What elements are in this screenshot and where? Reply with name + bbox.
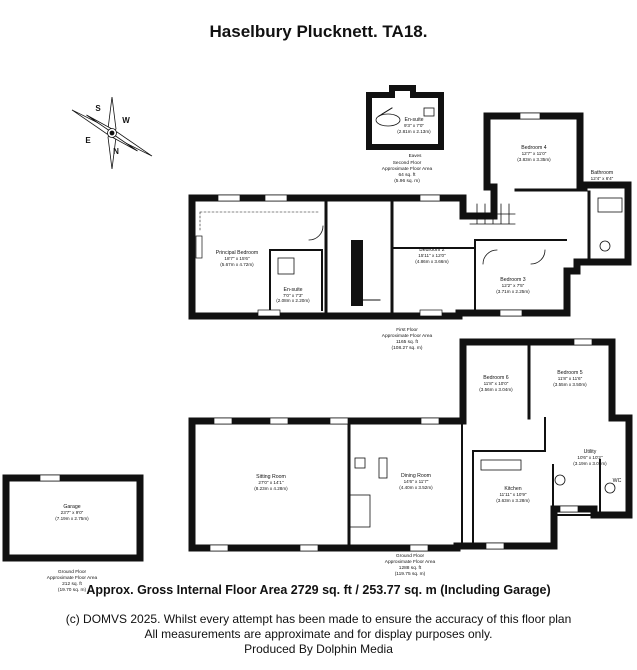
room-bedroom5-name: Bedroom 5: [557, 370, 582, 376]
ground-floor-plan: [188, 338, 633, 552]
second-floor-sqft: 64 sq. ft: [398, 172, 416, 178]
ground-floor-sqft: 1288 sq. ft: [399, 565, 422, 571]
room-sitting-name: Sitting Room: [256, 474, 286, 480]
room-bedroom5-imperial: 11'8" x 11'6": [558, 376, 583, 381]
second-floor-line2: Approximate Floor Area: [382, 166, 433, 172]
garage-floor-name: Ground Floor: [58, 569, 87, 575]
room-principal-metric: (5.67m x 4.72m): [220, 262, 254, 267]
room-garage-name: Garage: [63, 504, 80, 510]
room-kitchen-metric: (3.63m x 3.28m): [496, 498, 530, 503]
room-ensuite-first-metric: (2.08m x 2.20m): [276, 298, 310, 303]
first-floor-sqm: (108.27 sq. m): [392, 345, 423, 351]
room-bathroom-imperial: 12'4" x 6'4": [591, 176, 614, 181]
room-bedroom6-metric: (3.56m x 3.04m): [479, 387, 513, 392]
ground-floor-name: Ground Floor: [396, 553, 425, 559]
room-ensuite-first-name: En-suite: [283, 287, 302, 293]
compass-east: E: [85, 136, 91, 145]
room-bedroom2-imperial: 15'11" x 12'0": [418, 253, 446, 258]
room-bedroom3-name: Bedroom 3: [500, 277, 525, 283]
room-eaves-name: Eaves: [409, 153, 422, 158]
room-principal-imperial: 18'7" x 15'6": [224, 256, 250, 261]
room-bathroom-metric: (3.75m x 1.93m): [585, 182, 619, 187]
room-bedroom2-name: Bedroom 2: [419, 247, 444, 253]
garage-floor-sqft: 212 sq. ft: [62, 581, 82, 587]
disclaimer-line2: All measurements are approximate and for…: [144, 627, 493, 641]
room-bathroom-name: Bathroom: [591, 170, 614, 176]
room-principal-name: Principal Bedroom: [216, 250, 258, 256]
room-bedroom2-metric: (4.86m x 3.66m): [415, 259, 449, 264]
total-floor-area: Approx. Gross Internal Floor Area 2729 s…: [86, 583, 551, 597]
room-dining-metric: (4.40m x 3.52m): [399, 485, 433, 490]
room-wc-name: WC: [613, 478, 622, 484]
compass-north: N: [113, 147, 119, 156]
room-garage-metric: (7.19m x 2.75m): [55, 516, 89, 521]
disclaimer-line1: (c) DOMVS 2025. Whilst every attempt has…: [65, 612, 572, 626]
room-bedroom3-metric: (3.71m x 2.25m): [496, 289, 530, 294]
room-bedroom4-name: Bedroom 4: [521, 145, 546, 151]
room-ensuite-top-imperial: 9'3" x 7'0": [404, 123, 424, 128]
room-kitchen-imperial: 11'11" x 10'9": [499, 492, 526, 497]
room-bedroom5-metric: (3.55m x 3.50m): [553, 382, 587, 387]
room-ensuite-first-imperial: 7'0" x 7'3": [283, 293, 303, 298]
page-title: Haselbury Plucknett. TA18.: [209, 22, 428, 41]
room-utility-metric: (3.19m x 3.09m): [573, 461, 607, 466]
room-bedroom6-name: Bedroom 6: [483, 375, 508, 381]
second-floor-plan: [366, 85, 444, 150]
garage-floor-sqm: (19.70 sq. m): [58, 587, 87, 593]
room-bedroom4-metric: (3.83m x 3.35m): [517, 157, 551, 162]
room-sitting-imperial: 27'0" x 14'1": [258, 480, 284, 485]
garage-floor-line2: Approximate Floor Area: [47, 575, 98, 581]
first-floor-name: First Floor: [396, 327, 418, 333]
first-floor-line2: Approximate Floor Area: [382, 333, 433, 339]
room-bedroom6-imperial: 11'8" x 10'0": [484, 381, 509, 386]
second-floor-sqm: (5.96 sq. m): [394, 178, 420, 184]
first-floor-sqft: 1165 sq. ft: [396, 339, 419, 345]
compass-letters: S W E N: [85, 104, 130, 156]
compass-west: W: [122, 116, 130, 125]
room-dining-name: Dining Room: [401, 473, 431, 479]
room-dining-imperial: 14'6" x 11'7": [404, 479, 429, 484]
room-bedroom3-imperial: 12'2" x 7'5": [502, 283, 525, 288]
second-floor-name: Second Floor: [393, 160, 422, 166]
room-utility-name: Utility: [584, 449, 597, 455]
compass-south: S: [95, 104, 101, 113]
first-floor-plan: [188, 112, 632, 320]
garage-plan: [2, 474, 144, 562]
ground-floor-sqm: (119.75 sq. m): [395, 571, 426, 577]
room-garage-imperial: 23'7" x 9'0": [61, 510, 84, 515]
room-bedroom4-imperial: 12'7" x 11'0": [522, 151, 547, 156]
room-utility-imperial: 10'6" x 10'2": [577, 455, 603, 460]
compass-icon: [71, 96, 153, 170]
ground-floor-line2: Approximate Floor Area: [385, 559, 436, 565]
room-kitchen-name: Kitchen: [504, 486, 521, 492]
produced-by: Produced By Dolphin Media: [244, 642, 393, 656]
room-sitting-metric: (8.23m x 4.28m): [254, 486, 288, 491]
room-ensuite-top-metric: (2.81m x 2.13m): [397, 129, 431, 134]
windows: [39, 112, 593, 552]
room-ensuite-top-name: En-suite: [404, 117, 423, 123]
